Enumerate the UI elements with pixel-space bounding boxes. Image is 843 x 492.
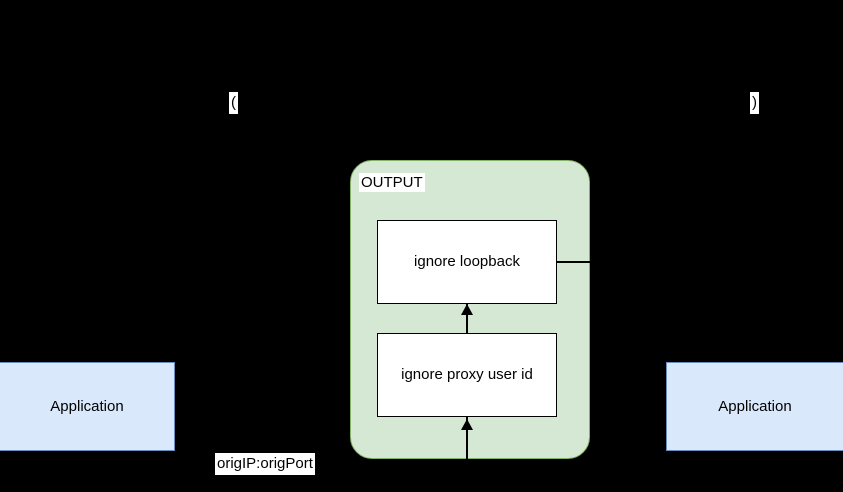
edge-label-orig-endpoint: origIP:origPort [215, 453, 315, 475]
process-box-ignore-loopback[interactable]: ignore loopback [377, 220, 557, 304]
edge-arrow-proxy-inbound [461, 419, 473, 430]
edge-label-close-paren: ) [750, 92, 759, 114]
edge-line-proxy-inbound [466, 417, 468, 460]
edge-arrow-proxy-to-loopback [461, 304, 473, 315]
edge-line-proxy-to-loopback [466, 304, 468, 333]
application-box-left-label: Application [50, 397, 124, 415]
edge-label-open-paren: ( [229, 92, 238, 114]
application-box-left[interactable]: Application [0, 362, 175, 451]
application-box-right-label: Application [718, 397, 792, 415]
process-box-ignore-proxy-user-id-label: ignore proxy user id [401, 366, 533, 383]
process-box-ignore-loopback-label: ignore loopback [414, 253, 520, 270]
process-box-ignore-proxy-user-id[interactable]: ignore proxy user id [377, 333, 557, 417]
output-container-label: OUTPUT [359, 173, 425, 192]
application-box-right[interactable]: Application [666, 362, 843, 451]
edge-line-loopback-outbound [557, 261, 591, 263]
